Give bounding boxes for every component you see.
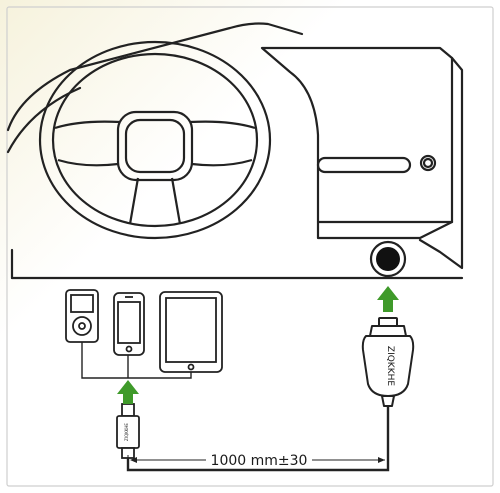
ipad-device [159,291,223,373]
device-bracket [81,342,192,379]
steering-hub-inner [124,118,186,174]
charger-neck [369,325,407,337]
steering-wheel-outer [38,40,272,240]
ipod-screen [70,294,94,313]
outer-frame [6,6,494,487]
car-dashboard [6,22,464,280]
steering-wheel-inner-rim [51,52,259,228]
arrow-to-socket-icon [377,286,399,312]
console-knob-inner [422,157,434,169]
center-console [260,46,454,224]
connector-plug-tip [121,403,135,417]
compatible-devices [65,289,223,373]
lower-spoke-left [128,177,140,225]
charger-brand-label: ZIQKKHE [385,346,395,386]
cable-length-label: 1000 mm±30 [211,453,308,469]
ipod-device [65,289,99,343]
socket-ring [369,240,407,278]
car-power-socket [369,240,407,278]
iphone-device [113,292,145,356]
device-connector-lines [81,342,192,379]
dashboard-right-edge [418,56,464,270]
steering-wheel [38,40,272,240]
ipad-screen [165,297,217,363]
socket-hole [376,247,400,271]
console-lower [316,220,454,240]
car-charger: ZIQKKHE [361,317,415,407]
left-spoke-top [54,120,121,130]
charger-tip [378,317,398,327]
ipod-center-button [78,322,86,330]
length-dimension: 1000 mm±30 [127,453,389,469]
left-spoke-bottom [57,158,119,167]
ipad-home-button [187,363,195,371]
connector-brand-label: ZIQKKHE [124,423,129,441]
arrow-to-devices-icon [117,380,139,404]
steering-hub [116,110,194,182]
iphone-home-button [125,345,133,353]
lower-spoke-right [170,177,182,225]
iphone-screen [117,301,141,344]
dashboard-top-line [6,22,304,132]
right-spoke-top [189,120,256,130]
console-knob [419,154,437,172]
air-vent [316,156,412,174]
right-spoke-bottom [191,158,253,167]
charger-strain-relief [381,395,395,407]
lightning-connector: ZIQKKHE [116,403,140,459]
